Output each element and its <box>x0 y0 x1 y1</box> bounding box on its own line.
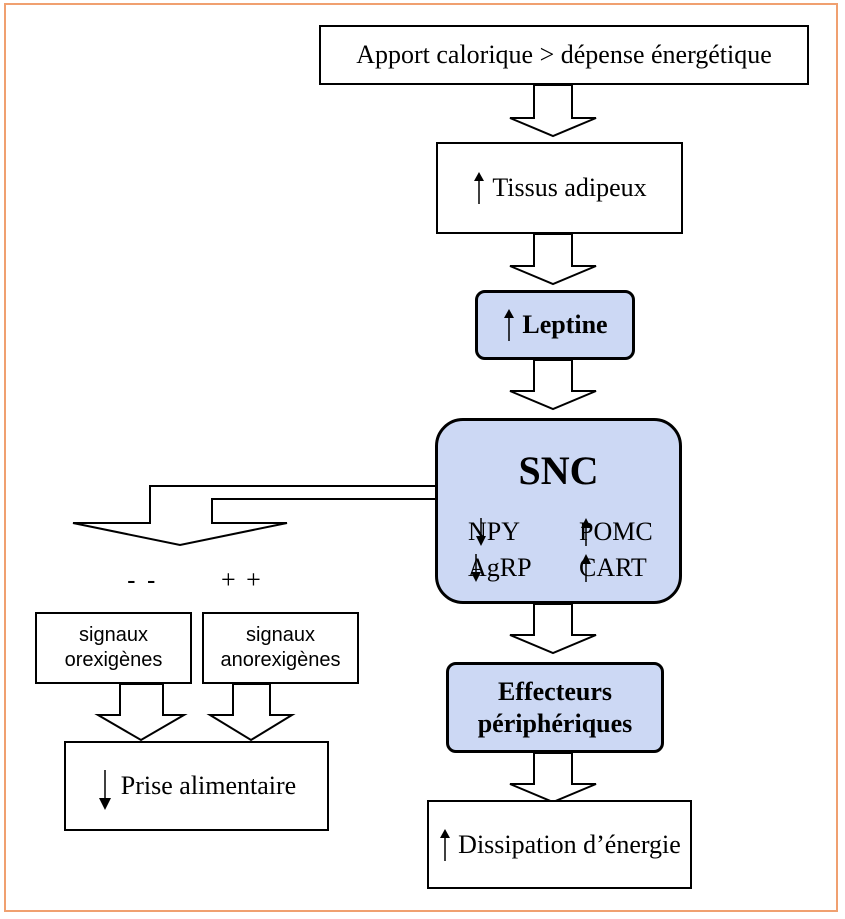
prise-label: Prise alimentaire <box>120 771 297 800</box>
effecteurs-line1: Effecteurs <box>497 676 613 706</box>
arrow-up-icon <box>581 518 591 546</box>
arrow-snc-to-signals <box>72 485 438 547</box>
pomc-label: POMC <box>579 517 653 546</box>
arrow-apport-to-tissus <box>509 84 597 138</box>
tissus-label: Tissus adipeux <box>492 173 647 202</box>
plus-sign: + + <box>221 565 263 594</box>
arrow-up-icon <box>440 828 451 861</box>
snc-agrp: AgRP <box>468 553 532 583</box>
snc-title: SNC <box>518 448 599 493</box>
box-effecteurs: Effecteurs périphériques <box>446 662 664 753</box>
arrow-orexigenes-to-prise <box>94 683 188 742</box>
box-snc: SNC NPY AgRP POMC CART <box>435 418 682 604</box>
snc-npy: NPY <box>468 517 520 547</box>
box-tissus-adipeux: Tissus adipeux <box>436 142 683 234</box>
orexigenes-line1: signaux <box>79 624 148 646</box>
arrow-up-icon <box>581 554 591 582</box>
arrow-down-icon <box>98 770 111 810</box>
leptine-label: Leptine <box>522 310 608 339</box>
arrow-snc-to-effecteurs <box>509 603 597 655</box>
diagram-frame <box>4 3 838 912</box>
agrp-label: AgRP <box>468 553 532 582</box>
snc-cart: CART <box>579 553 647 583</box>
effecteurs-line2: périphériques <box>477 708 633 738</box>
npy-label: NPY <box>468 517 521 546</box>
arrow-down-icon <box>471 554 481 582</box>
box-anorexigenes: signaux anorexigènes <box>202 612 359 684</box>
box-prise-alimentaire: Prise alimentaire <box>64 741 329 831</box>
box-apport: Apport calorique > dépense énergétique <box>319 25 809 85</box>
anorexigenes-line2: anorexigènes <box>220 649 341 671</box>
arrow-tissus-to-leptine <box>509 233 597 286</box>
arrow-up-icon <box>504 309 515 341</box>
arrow-anorexigenes-to-prise <box>206 683 296 742</box>
anorexigenes-line1: signaux <box>246 624 315 646</box>
arrow-up-icon <box>474 172 485 204</box>
arrow-effecteurs-to-dissipation <box>509 752 597 804</box>
box-orexigenes: signaux orexigènes <box>35 612 192 684</box>
apport-label: Apport calorique > dépense énergétique <box>356 40 772 69</box>
snc-pomc: POMC <box>579 517 653 547</box>
arrow-leptine-to-snc <box>509 359 597 411</box>
minus-sign: - - <box>127 565 158 595</box>
cart-label: CART <box>579 553 647 582</box>
orexigenes-line2: orexigènes <box>64 649 163 671</box>
arrow-down-icon <box>476 518 486 546</box>
box-dissipation: Dissipation d’énergie <box>427 800 692 889</box>
box-leptine: Leptine <box>475 290 635 360</box>
dissipation-label: Dissipation d’énergie <box>458 829 681 859</box>
